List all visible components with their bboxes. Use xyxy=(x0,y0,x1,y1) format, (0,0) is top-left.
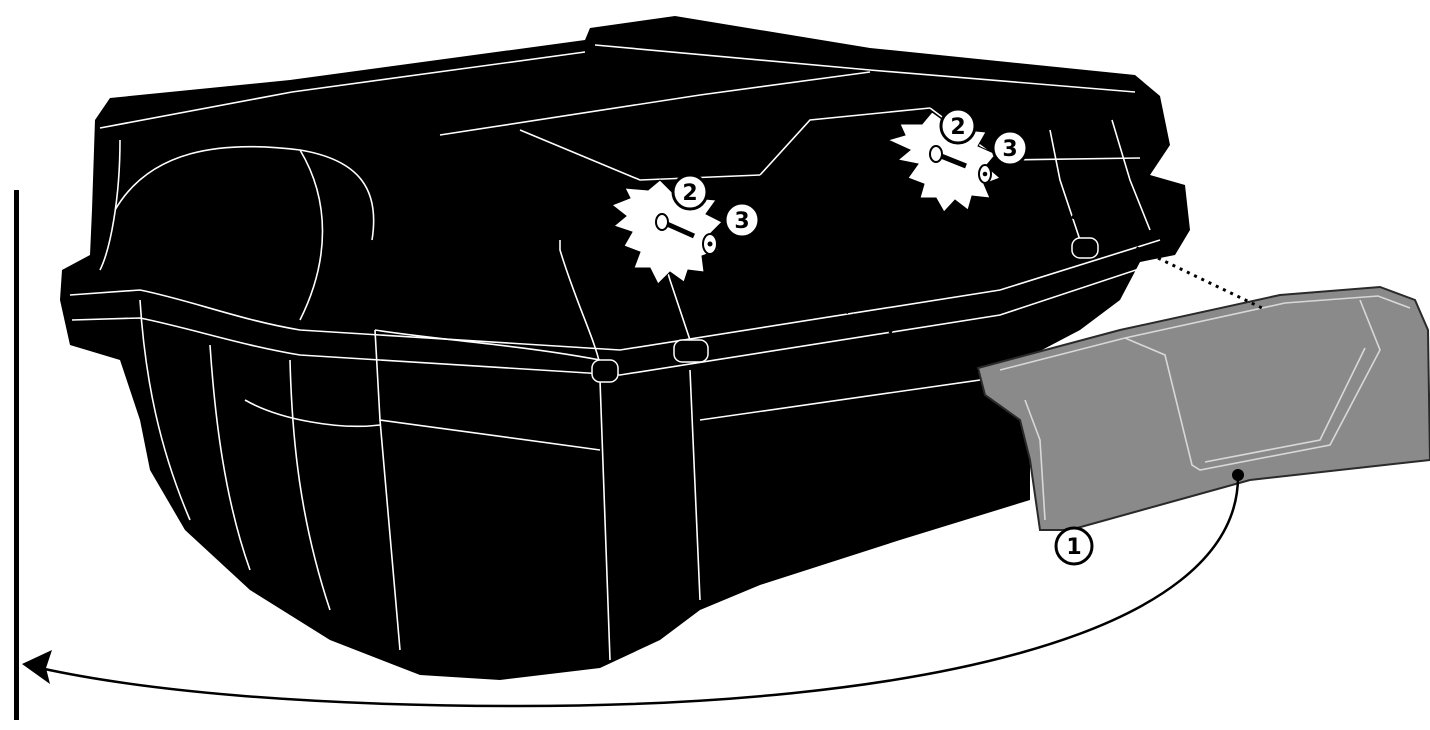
washer-icon xyxy=(702,233,718,255)
page-edge-bar xyxy=(14,190,19,720)
callout-1-label: 1 xyxy=(1066,535,1081,560)
screw-icon xyxy=(929,145,967,169)
case-silhouette xyxy=(60,16,1190,680)
callout-2-right-label: 2 xyxy=(950,115,965,140)
callout-3-left: 3 xyxy=(723,201,761,239)
pad-contours xyxy=(999,295,1411,521)
washer-icon xyxy=(978,164,992,184)
callout-2-left: 2 xyxy=(671,173,709,211)
callout-2-left-label: 2 xyxy=(682,181,697,206)
top-case-icon xyxy=(60,16,1190,680)
callout-2-right: 2 xyxy=(939,107,977,145)
callout-3-right-label: 3 xyxy=(1002,137,1017,162)
callout-1: 1 xyxy=(1054,526,1094,566)
callout-3-right: 3 xyxy=(991,129,1029,167)
pad-shape xyxy=(976,285,1430,531)
curved-arrow-icon xyxy=(22,469,1244,708)
backrest-pad-icon xyxy=(976,285,1430,531)
case-contours xyxy=(69,44,1161,661)
callout-3-left-label: 3 xyxy=(734,209,749,234)
screw-icon xyxy=(655,213,696,239)
hinge-pins xyxy=(591,237,1099,383)
